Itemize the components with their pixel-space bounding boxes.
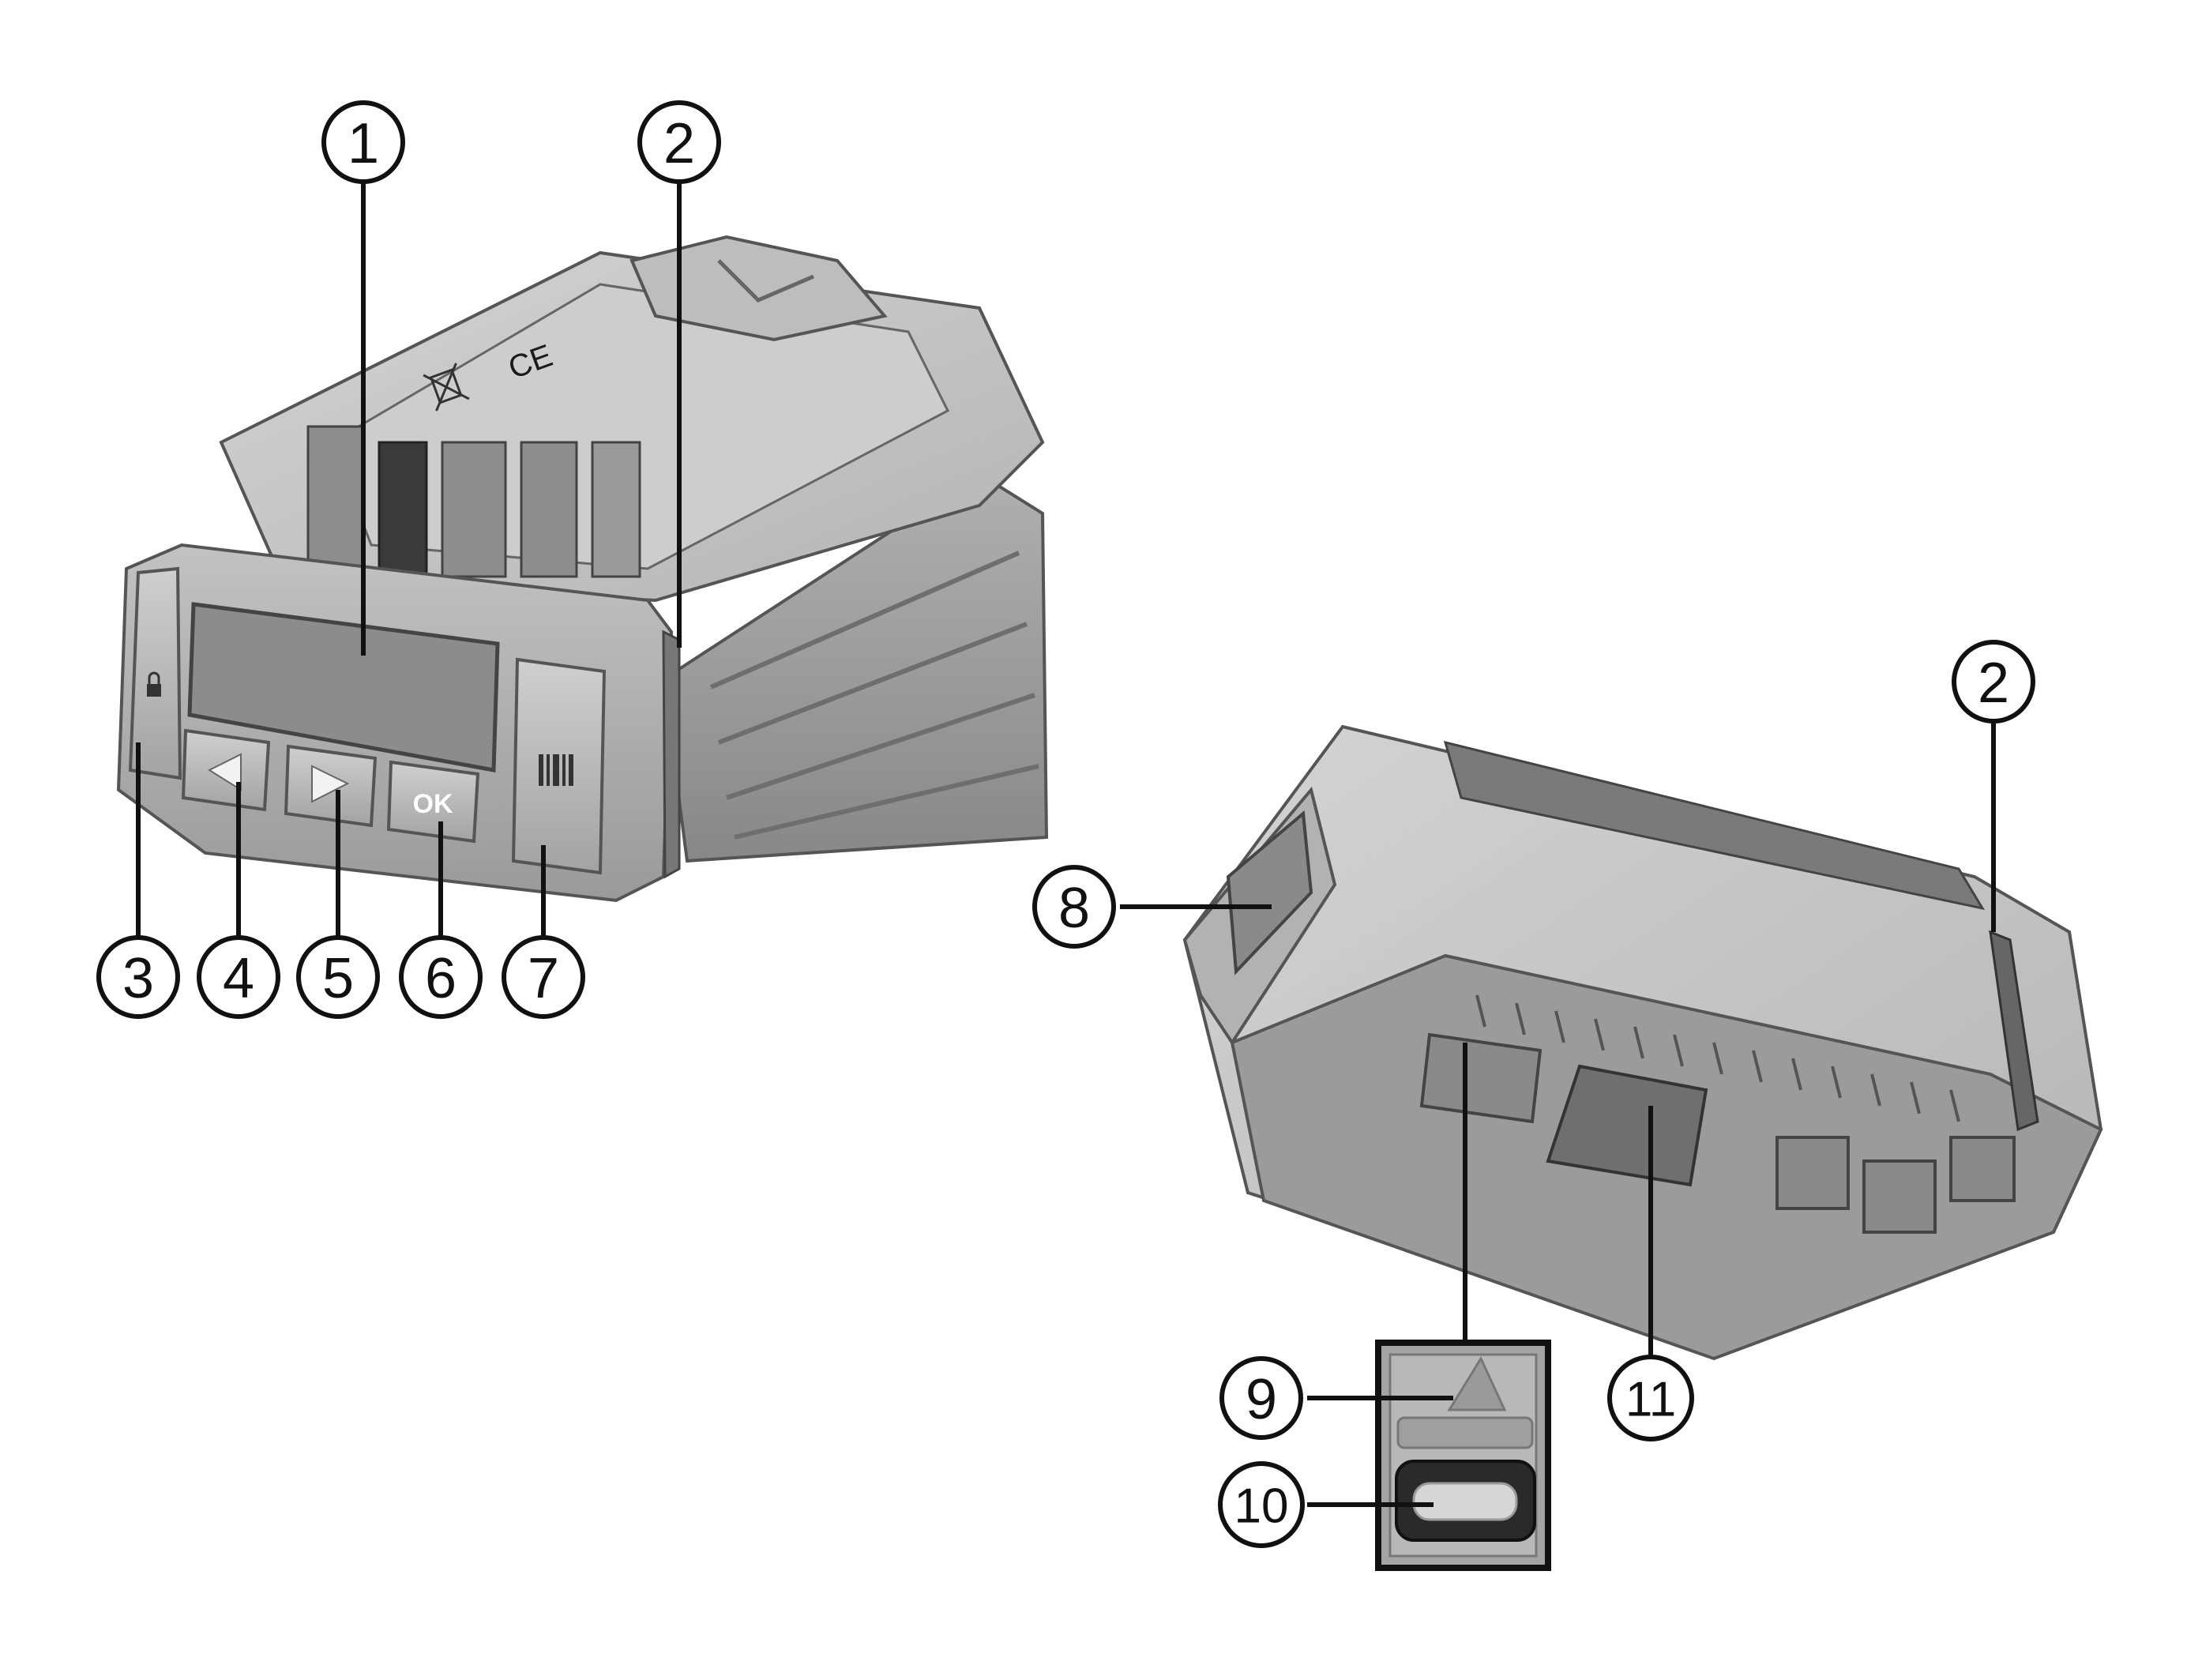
callout-number: 2 (663, 112, 695, 175)
callout-c8: 8 (1032, 865, 1116, 949)
callout-circle (1952, 640, 2035, 723)
underside-latch-area (1419, 1032, 1543, 1124)
callout-number: 11 (1625, 1373, 1676, 1427)
callout-c2b: 2 (1952, 640, 2035, 723)
battery-front-view: CE OK (116, 235, 1049, 903)
callout-number: 5 (322, 947, 354, 1010)
underside-terminals (1776, 1136, 2016, 1234)
callout-number: 8 (1058, 877, 1090, 940)
callout-number: 7 (528, 947, 559, 1010)
usb-port-area (1546, 1064, 1708, 1187)
callout-c1: 1 (321, 100, 405, 184)
callout-c9: 9 (1219, 1356, 1303, 1440)
callout-circle (296, 935, 380, 1019)
callout-circle (321, 100, 405, 184)
crossed-bin-icon (423, 363, 470, 412)
callout-number: 2 (1978, 652, 2009, 715)
callout-circle (502, 935, 585, 1019)
battery-edge-strip (1989, 930, 2039, 1132)
callout-c7: 7 (502, 935, 585, 1019)
callout-circle (1218, 1461, 1305, 1548)
triangle-warning-icon (1447, 1355, 1507, 1411)
battery-terminals (306, 425, 641, 578)
inset-slot (1396, 1416, 1534, 1449)
triangle-left-icon (207, 753, 242, 791)
triangle-right-icon (311, 765, 350, 803)
release-latch-groove (717, 259, 814, 303)
callout-number: 9 (1246, 1368, 1277, 1431)
callout-c11: 11 (1607, 1355, 1694, 1441)
callout-circle (1607, 1355, 1694, 1441)
callout-c2a: 2 (637, 100, 721, 184)
callout-circle (399, 935, 483, 1019)
ok-button[interactable] (386, 760, 480, 844)
ok-button-label: OK (413, 789, 453, 819)
leader-lines (136, 180, 1996, 1507)
callout-c4: 4 (197, 935, 280, 1019)
rib-comb (1475, 994, 1960, 1122)
release-latch (629, 235, 888, 342)
callout-circle (1032, 865, 1116, 949)
end-window (1226, 810, 1313, 975)
battery-side-rib (734, 764, 1039, 840)
battery-underside-view (1182, 724, 2103, 1361)
callout-c10: 10 (1218, 1461, 1305, 1548)
callout-c3: 3 (96, 935, 180, 1019)
barcode-icon (539, 754, 573, 786)
battery-side-rib (717, 622, 1028, 745)
callout-number: 3 (122, 947, 154, 1010)
callout-c5: 5 (296, 935, 380, 1019)
callout-number: 4 (223, 947, 254, 1010)
battery-side-rib (709, 551, 1020, 690)
callout-number: 6 (425, 947, 457, 1010)
padlock-icon (147, 671, 161, 697)
battery-edge-strip (662, 630, 681, 879)
usb-port (1412, 1482, 1518, 1521)
battery-top-channel (1443, 740, 1986, 911)
callout-circle (637, 100, 721, 184)
callout-circle (96, 935, 180, 1019)
callout-number: 10 (1234, 1479, 1289, 1534)
detail-inset (1375, 1340, 1551, 1571)
callout-circle (1219, 1356, 1303, 1440)
callout-number: 1 (348, 112, 379, 175)
callout-circle (197, 935, 280, 1019)
battery-side-rib (726, 693, 1035, 800)
lcd-display (187, 602, 500, 772)
callout-c6: 6 (399, 935, 483, 1019)
